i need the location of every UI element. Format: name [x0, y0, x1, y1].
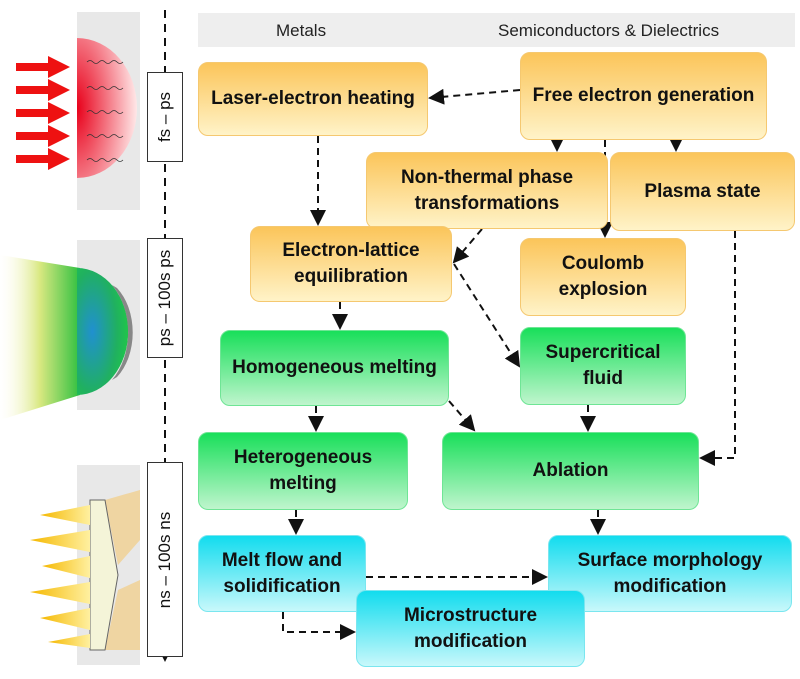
timeline-text: ns – 100s ns	[155, 511, 174, 608]
laser-heating-illustration	[16, 12, 140, 210]
timeline-text: fs – ps	[155, 91, 174, 143]
box-non-thermal-phase-transformations: Non-thermal phase transformations	[366, 152, 608, 229]
box-electron-lattice-equilibration: Electron-lattice equilibration	[250, 226, 452, 302]
ablation-illustration	[0, 240, 140, 420]
box-coulomb-explosion: Coulomb explosion	[520, 238, 686, 316]
laser-arrows-icon	[16, 56, 70, 170]
box-ablation: Ablation	[442, 432, 699, 510]
timeline-label-ps-100s-ps: ps – 100s ps	[147, 238, 183, 358]
header-semiconductors: Semiconductors & Dielectrics	[498, 21, 720, 40]
box-free-electron-generation: Free electron generation	[520, 52, 767, 140]
box-homogeneous-melting: Homogeneous melting	[220, 330, 449, 406]
box-surface-morphology-modification: Surface morphology modification	[548, 535, 792, 612]
melt-solidification-illustration	[30, 465, 140, 665]
box-melt-flow-solidification: Melt flow and solidification	[198, 535, 366, 612]
header-metals: Metals	[276, 21, 327, 40]
box-plasma-state: Plasma state	[610, 152, 795, 231]
box-laser-electron-heating: Laser-electron heating	[198, 62, 428, 136]
box-supercritical-fluid: Supercritical fluid	[520, 327, 686, 405]
category-header: Metals Semiconductors & Dielectrics	[198, 13, 795, 47]
timeline-label-fs-ps: fs – ps	[147, 72, 183, 162]
box-microstructure-modification: Microstructure modification	[356, 590, 585, 667]
timeline-label-ns-100s-ns: ns – 100s ns	[147, 462, 183, 657]
timeline-text: ps – 100s ps	[155, 249, 174, 347]
box-heterogeneous-melting: Heterogeneous melting	[198, 432, 408, 510]
